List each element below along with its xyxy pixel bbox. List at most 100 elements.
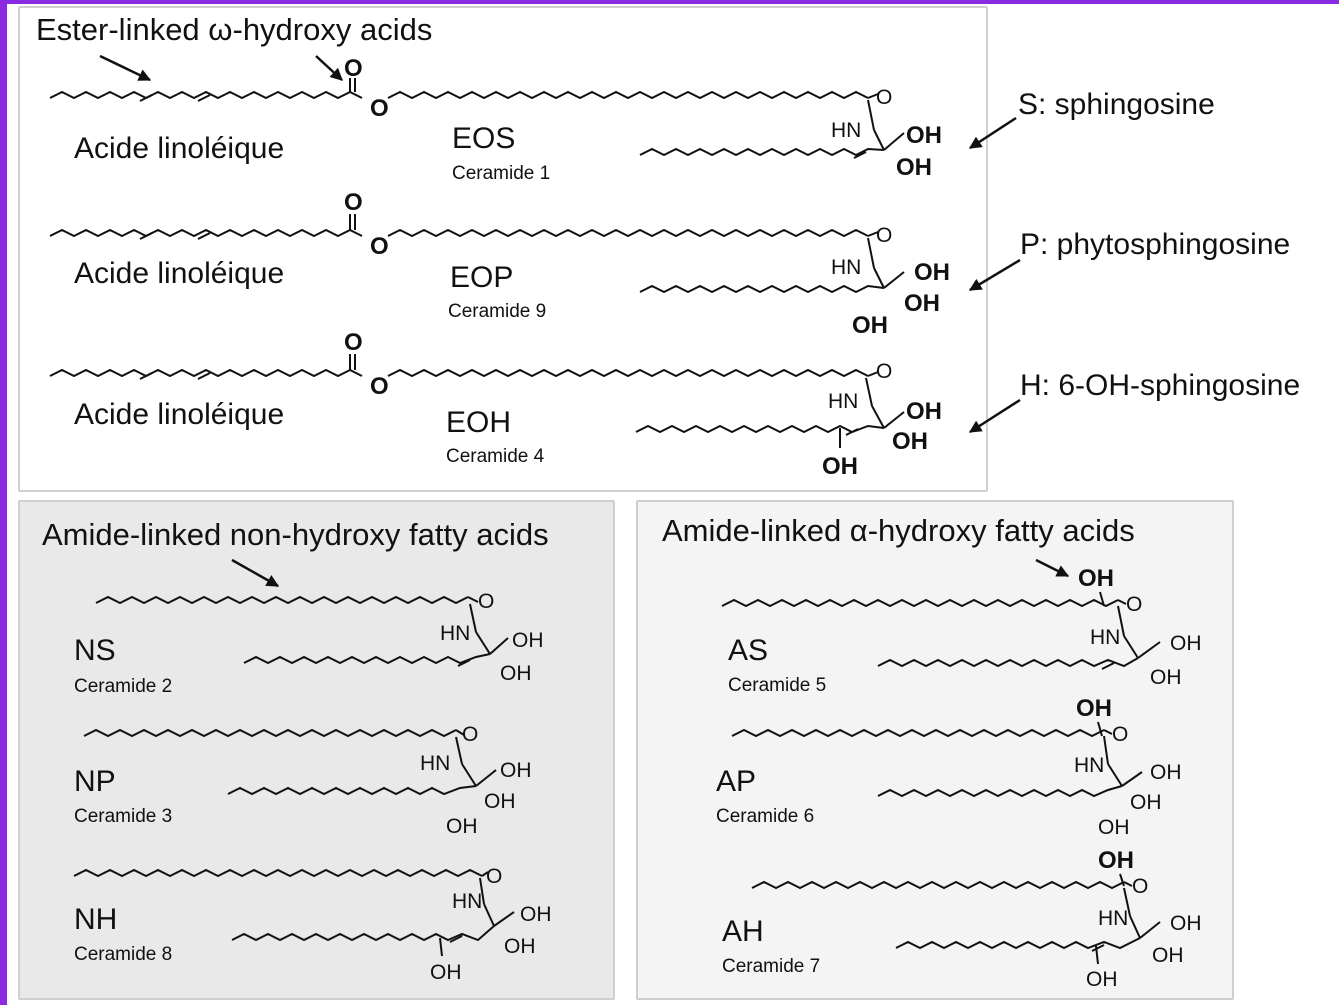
linoleic-chain xyxy=(49,90,363,100)
ceramide-code-ah: AH xyxy=(722,915,764,948)
sphingoid-chain xyxy=(639,147,885,157)
amine: HN xyxy=(1074,754,1104,777)
hydroxyl-2: OH xyxy=(1152,944,1184,967)
ceramide-code-ns: NS xyxy=(74,634,116,667)
arrow-6-oh-sphingosine xyxy=(968,398,1021,434)
hydroxyl-2: OH xyxy=(1150,666,1182,689)
ceramide-name-2: Ceramide 2 xyxy=(74,676,172,697)
amide-oxygen: O xyxy=(462,723,478,746)
amide-oxygen: O xyxy=(1132,875,1148,898)
amide-oxygen: O xyxy=(1112,723,1128,746)
hydroxyl-2: OH xyxy=(504,935,536,958)
ceramide-name-9: Ceramide 9 xyxy=(448,301,546,322)
hydroxyl-2: OH xyxy=(500,662,532,685)
hydroxyl-2: OH xyxy=(484,790,516,813)
arrow-non-hydroxy-chain xyxy=(231,558,280,588)
fatty-acid-label-2: Acide linoléique xyxy=(74,257,284,290)
alpha-hydroxyl: OH xyxy=(1076,695,1112,722)
omega-chain xyxy=(387,90,869,100)
ester-panel-heading: Ester-linked ω-hydroxy acids xyxy=(36,12,432,47)
left-border xyxy=(0,0,7,1005)
ns-structure: O HN OH OH xyxy=(95,590,544,685)
ceramide-name-4: Ceramide 4 xyxy=(446,446,545,467)
amide-oxygen: O xyxy=(478,590,494,613)
hydroxyl-1: OH xyxy=(906,398,942,425)
hydroxyl-6: OH xyxy=(822,453,858,480)
hydroxyl-3: OH xyxy=(446,815,478,838)
arrow-alpha-hydroxyl xyxy=(1035,558,1070,578)
alpha-hydroxyl: OH xyxy=(1078,565,1114,592)
hydroxyl-6: OH xyxy=(1086,968,1118,991)
as-structure: OH O HN OH OH xyxy=(721,565,1202,689)
ceramide-code-eoh: EOH xyxy=(446,406,511,439)
hydroxyl-1: OH xyxy=(520,903,552,926)
arrow-sphingosine xyxy=(968,116,1017,150)
base-label-sphingosine: S: sphingosine xyxy=(1018,88,1215,121)
ceramide-name-7: Ceramide 7 xyxy=(722,956,820,977)
amine: HN xyxy=(440,622,470,645)
amide-oxygen: O xyxy=(876,86,892,109)
hydroxyl-3: OH xyxy=(852,312,888,339)
amide-oxygen: O xyxy=(1126,593,1142,616)
hydroxyl-2: OH xyxy=(1130,791,1162,814)
ap-structure: OH O HN OH OH OH xyxy=(731,695,1182,839)
ceramide-code-eop: EOP xyxy=(450,261,513,294)
amine: HN xyxy=(1090,626,1120,649)
ester-oxygen: O xyxy=(344,189,363,216)
ceramide-name-3: Ceramide 3 xyxy=(74,806,172,827)
top-border xyxy=(0,0,1339,4)
fatty-acid-label-3: Acide linoléique xyxy=(74,398,284,431)
hydroxyl-1: OH xyxy=(1150,761,1182,784)
arrow-to-double-bond xyxy=(99,54,152,82)
ester-oxygen: O xyxy=(344,55,363,82)
hydroxyl-3: OH xyxy=(1098,816,1130,839)
non-hydroxy-panel xyxy=(18,500,615,1000)
ceramide-code-np: NP xyxy=(74,765,116,798)
ceramide-code-eos: EOS xyxy=(452,122,515,155)
hydroxyl-1: OH xyxy=(1170,912,1202,935)
amine: HN xyxy=(1098,907,1128,930)
ester-oxygen-link: O xyxy=(370,95,389,122)
ceramide-name-5: Ceramide 5 xyxy=(728,675,826,696)
amide-oxygen: O xyxy=(876,224,892,247)
ah-structure: OH O HN OH OH OH xyxy=(751,847,1202,991)
ester-oxygen-link: O xyxy=(370,373,389,400)
amine: HN xyxy=(420,752,450,775)
hydroxyl-1: OH xyxy=(512,629,544,652)
ceramide-name-1: Ceramide 1 xyxy=(452,163,550,184)
hydroxyl-2: OH xyxy=(892,428,928,455)
alpha-hydroxy-panel xyxy=(636,500,1234,1000)
hydroxyl-1: OH xyxy=(906,122,942,149)
hydroxyl-2: OH xyxy=(896,154,932,181)
amine: HN xyxy=(828,390,858,413)
hydroxyl-2: OH xyxy=(904,290,940,317)
nh-structure: O HN OH OH OH xyxy=(73,865,552,984)
hydroxyl-6: OH xyxy=(430,961,462,984)
base-label-6-oh-sphingosine: H: 6-OH-sphingosine xyxy=(1020,369,1300,402)
amine: HN xyxy=(831,256,861,279)
ceramide-code-nh: NH xyxy=(74,903,117,936)
fatty-acid-label-1: Acide linoléique xyxy=(74,132,284,165)
np-structure: O HN OH OH OH xyxy=(83,723,532,838)
alpha-hydroxyl: OH xyxy=(1098,847,1134,874)
ceramide-name-8: Ceramide 8 xyxy=(74,944,172,965)
eop-structure: O O O HN OH OH OH xyxy=(49,189,950,339)
amide-oxygen: O xyxy=(486,865,502,888)
amine: HN xyxy=(831,119,861,142)
alpha-panel-heading: Amide-linked α-hydroxy fatty acids xyxy=(662,513,1135,548)
ester-oxygen-link: O xyxy=(370,233,389,260)
eos-structure: O O O HN OH OH xyxy=(49,55,942,181)
arrow-to-ester xyxy=(315,55,343,81)
hydroxyl-1: OH xyxy=(500,759,532,782)
nonhydroxy-panel-heading: Amide-linked non-hydroxy fatty acids xyxy=(42,517,549,552)
ester-oxygen: O xyxy=(344,329,363,356)
ceramide-name-6: Ceramide 6 xyxy=(716,806,814,827)
ceramide-code-as: AS xyxy=(728,634,768,667)
hydroxyl-1: OH xyxy=(1170,632,1202,655)
ester-linked-panel xyxy=(18,6,988,492)
base-label-phytosphingosine: P: phytosphingosine xyxy=(1020,228,1290,261)
amine: HN xyxy=(452,890,482,913)
eoh-structure: O O O HN OH OH OH xyxy=(49,329,942,480)
hydroxyl-1: OH xyxy=(914,259,950,286)
